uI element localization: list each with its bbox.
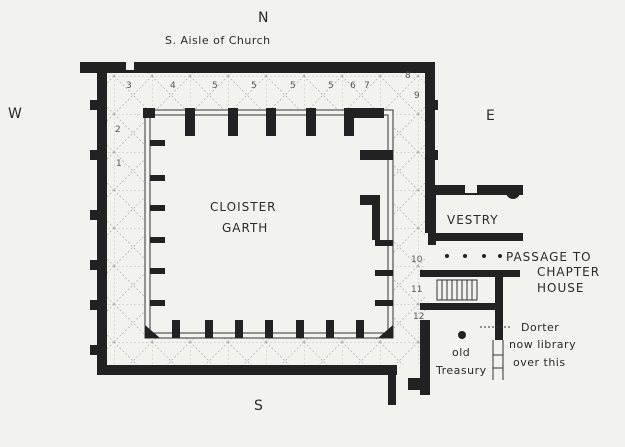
passage-columns — [445, 254, 502, 258]
compass-south: S — [254, 398, 263, 414]
svg-text:5: 5 — [251, 81, 257, 91]
dorter-label-3: over this — [513, 356, 566, 369]
svg-text:6: 6 — [350, 81, 356, 91]
svg-text:10: 10 — [411, 255, 423, 265]
garth-label-1: CLOISTER — [210, 200, 277, 214]
svg-text:3: 3 — [126, 81, 132, 91]
dorter-label-1: Dorter — [521, 321, 559, 334]
church-label: S. Aisle of Church — [165, 34, 271, 47]
svg-text:2: 2 — [115, 125, 121, 135]
svg-text:4: 4 — [170, 81, 176, 91]
compass-north: N — [258, 10, 268, 26]
garth-label-2: GARTH — [222, 221, 268, 235]
treasury-label-2: Treasury — [435, 364, 487, 377]
compass-west: W — [8, 106, 22, 122]
outer-walls — [80, 62, 438, 405]
dorter-label-2: now library — [509, 338, 576, 351]
vestry-label: VESTRY — [447, 213, 499, 227]
east-range — [408, 185, 523, 395]
svg-text:1: 1 — [116, 159, 122, 169]
passage-label-1: PASSAGE TO — [506, 250, 592, 264]
svg-text:5: 5 — [212, 81, 218, 91]
svg-text:8: 8 — [405, 71, 411, 81]
bay-numbers: 3 4 5 5 5 5 6 7 8 9 2 1 10 11 12 — [115, 71, 424, 322]
svg-text:11: 11 — [411, 285, 422, 295]
compass-east: E — [486, 108, 495, 124]
garth-arcade — [143, 108, 394, 339]
svg-text:5: 5 — [290, 81, 296, 91]
passage-label-2: CHAPTER — [537, 265, 600, 279]
svg-text:9: 9 — [414, 91, 420, 101]
passage-label-3: HOUSE — [537, 281, 584, 295]
svg-text:5: 5 — [328, 81, 334, 91]
treasury-label-1: old — [452, 346, 470, 359]
svg-text:7: 7 — [364, 81, 370, 91]
svg-text:12: 12 — [413, 312, 424, 322]
